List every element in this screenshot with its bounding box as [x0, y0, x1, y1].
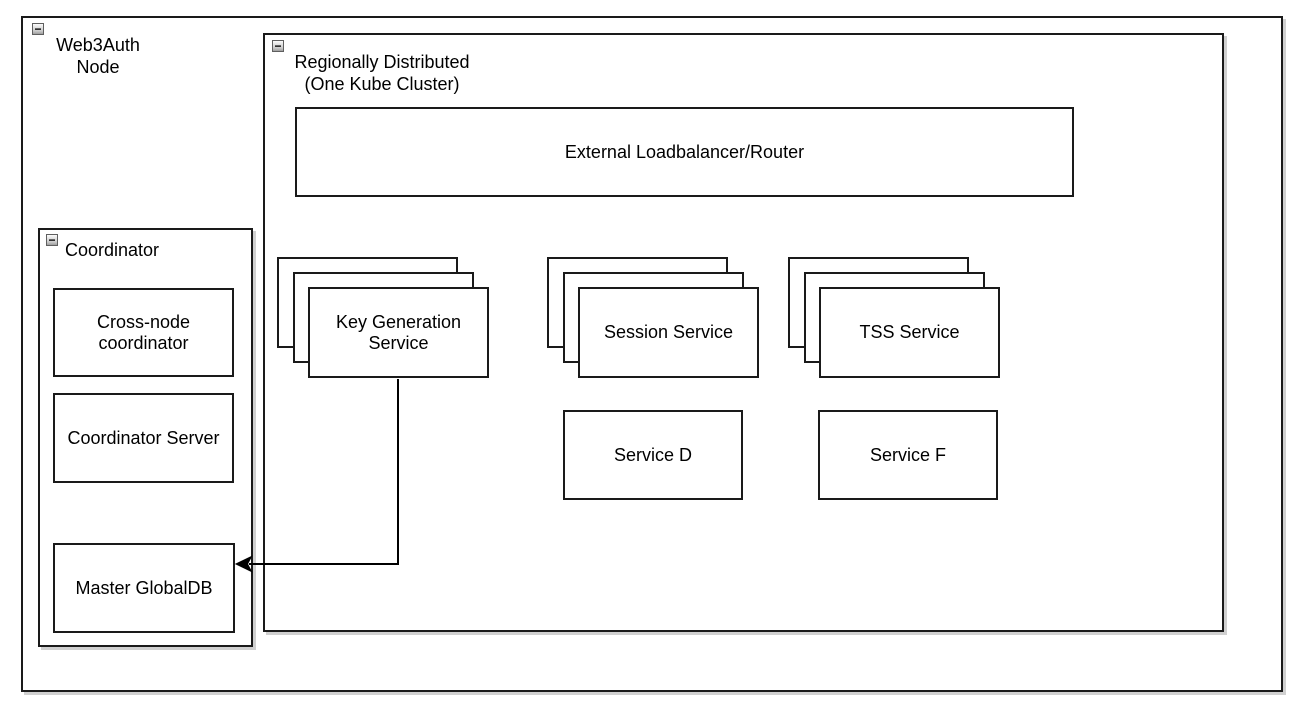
container-coordinator-label: Coordinator — [65, 240, 160, 260]
node-coordinator-server-label: Coordinator Server — [67, 427, 220, 448]
connector-keygen-to-globaldb[interactable] — [249, 379, 399, 565]
node-tss-service-label: TSS Service — [859, 322, 960, 342]
node-session-service-label: Session Service — [603, 322, 734, 342]
node-master-globaldb-label: Master GlobalDB — [75, 577, 213, 598]
node-cross-node-coordinator[interactable]: Cross-node coordinator — [53, 288, 234, 377]
node-coordinator-server[interactable]: Coordinator Server — [53, 393, 234, 483]
node-session-service[interactable]: Session Service — [578, 287, 759, 378]
container-regionally-distributed[interactable]: − Regionally Distributed (One Kube Clust… — [263, 33, 1224, 632]
node-cross-node-coordinator-label: Cross-node coordinator — [96, 311, 191, 353]
container-web3auth-node-label: Web3Auth Node — [56, 35, 140, 77]
node-key-generation-service-label: Key Generation Service — [335, 311, 462, 353]
node-external-loadbalancer-label: External Loadbalancer/Router — [564, 141, 805, 162]
node-session-service-stack[interactable]: Session Service — [547, 257, 759, 378]
node-key-generation-service[interactable]: Key Generation Service — [308, 287, 489, 378]
collapse-icon[interactable]: − — [46, 234, 58, 246]
collapse-icon[interactable]: − — [32, 23, 44, 35]
container-coordinator[interactable]: − Coordinator Cross-node coordinator Coo… — [38, 228, 253, 647]
node-service-f-label: Service F — [869, 444, 947, 465]
collapse-icon[interactable]: − — [272, 40, 284, 52]
node-service-d[interactable]: Service D — [563, 410, 743, 500]
arrowhead-icon — [234, 555, 253, 573]
node-service-f[interactable]: Service F — [818, 410, 998, 500]
node-key-generation-service-stack[interactable]: Key Generation Service — [277, 257, 489, 378]
node-tss-service[interactable]: TSS Service — [819, 287, 1000, 378]
node-service-d-label: Service D — [613, 444, 693, 465]
node-tss-service-stack[interactable]: TSS Service — [788, 257, 1000, 378]
node-external-loadbalancer[interactable]: External Loadbalancer/Router — [295, 107, 1074, 197]
node-master-globaldb[interactable]: Master GlobalDB — [53, 543, 235, 633]
container-web3auth-node[interactable]: − Web3Auth Node − Regionally Distributed… — [21, 16, 1283, 692]
container-regionally-distributed-label: Regionally Distributed (One Kube Cluster… — [294, 52, 470, 94]
